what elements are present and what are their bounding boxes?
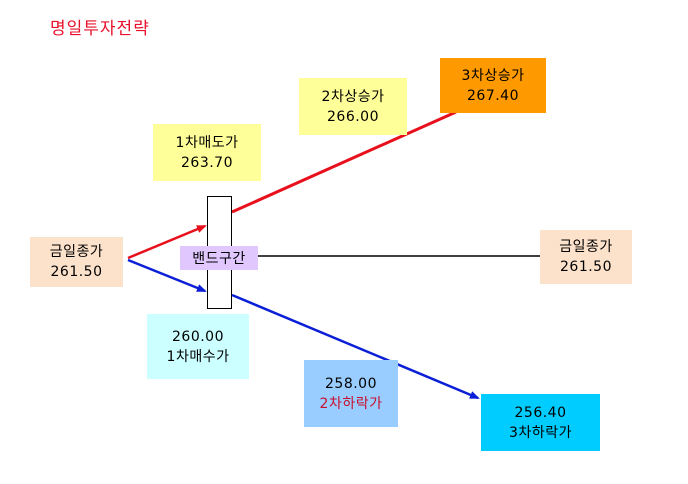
up-line-to-third-rise <box>231 110 457 214</box>
second-rise-price-box: 2차상승가 266.00 <box>299 78 407 135</box>
second-fall-price-box: 258.00 2차하락가 <box>304 360 398 427</box>
first-sell-label: 1차매도가 <box>175 134 239 151</box>
today-close-label: 금일종가 <box>49 244 104 260</box>
first-buy-value: 260.00 <box>172 328 224 345</box>
second-fall-value: 258.00 <box>325 375 377 392</box>
band-range-label: 밴드구간 <box>180 246 258 270</box>
first-buy-label: 1차매수가 <box>166 348 230 365</box>
third-rise-value: 267.40 <box>467 87 519 104</box>
first-sell-value: 263.70 <box>181 154 233 171</box>
second-rise-value: 266.00 <box>327 108 379 125</box>
third-rise-label: 3차상승가 <box>461 67 525 84</box>
today-close-box-left: 금일종가 261.50 <box>30 237 123 287</box>
today-close-value-right: 261.50 <box>560 259 612 275</box>
third-fall-value: 256.40 <box>514 404 567 421</box>
today-close-label-right: 금일종가 <box>559 239 613 255</box>
second-fall-label: 2차하락가 <box>319 395 383 412</box>
today-close-value: 261.50 <box>50 264 103 280</box>
down-arrow-to-third-fall <box>231 293 480 400</box>
today-close-box-right: 금일종가 261.50 <box>540 230 632 284</box>
third-fall-label: 3차하락가 <box>509 424 572 441</box>
second-rise-label: 2차상승가 <box>321 88 385 105</box>
third-fall-price-box: 256.40 3차하락가 <box>481 394 600 451</box>
up-arrow-to-band <box>127 224 207 260</box>
page-title: 명일투자전략 <box>50 19 150 39</box>
third-rise-price-box: 3차상승가 267.40 <box>440 58 546 113</box>
first-buy-price-box: 260.00 1차매수가 <box>147 314 249 379</box>
down-arrow-to-band <box>127 258 207 293</box>
first-sell-price-box: 1차매도가 263.70 <box>153 124 261 181</box>
